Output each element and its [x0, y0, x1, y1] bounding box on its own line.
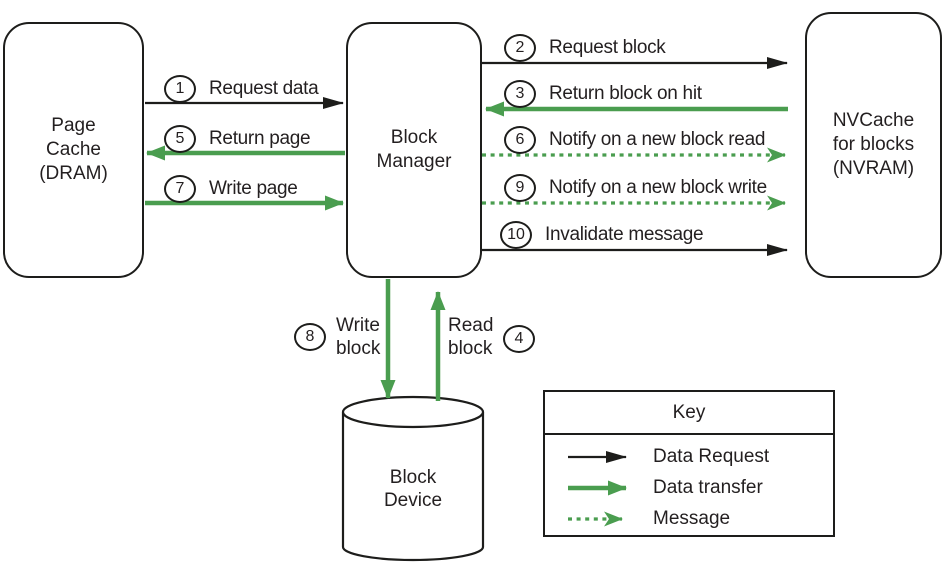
step-text-6: Notify on a new block read: [549, 129, 766, 150]
node-nvcache: NVCache for blocks (NVRAM): [805, 12, 942, 278]
key-title: Key: [545, 392, 833, 435]
step-text-3: Return block on hit: [549, 83, 702, 104]
step-label-3: 3 Return block on hit: [504, 79, 702, 109]
step-number-4: 4: [503, 325, 535, 353]
step-number-7: 7: [164, 175, 196, 203]
step-label-10: 10 Invalidate message: [500, 220, 704, 250]
key-box: Key: [543, 390, 835, 537]
step-text-8: Write block: [336, 315, 381, 359]
step-label-6: 6 Notify on a new block read: [504, 125, 765, 155]
step-number-2: 2: [504, 34, 536, 62]
step-number-1: 1: [164, 75, 196, 103]
step-number-3: 3: [504, 80, 536, 108]
node-page-cache-label: Page Cache (DRAM): [39, 115, 108, 184]
key-item-data-request: Data Request: [653, 446, 770, 467]
step-number-5: 5: [164, 125, 196, 153]
step-number-6: 6: [504, 126, 536, 154]
step-text-7: Write page: [209, 178, 298, 199]
step-text-4: Read block: [448, 315, 494, 359]
step-number-8: 8: [294, 323, 326, 351]
step-text-10: Invalidate message: [545, 224, 704, 245]
step-label-7: 7 Write page: [164, 174, 298, 204]
step-number-9: 9: [504, 174, 536, 202]
step-number-10: 10: [500, 221, 532, 249]
step-label-9: 9 Notify on a new block write: [504, 173, 767, 203]
key-item-data-transfer: Data transfer: [653, 477, 763, 498]
step-text-1: Request data: [209, 78, 319, 99]
step-text-9: Notify on a new block write: [549, 177, 767, 198]
step-label-2: 2 Request block: [504, 33, 666, 63]
node-block-device-label: Block Device: [383, 467, 443, 511]
step-text-2: Request block: [549, 37, 666, 58]
key-item-message: Message: [653, 508, 731, 529]
node-block-manager-label: Block Manager: [376, 127, 452, 172]
step-text-5: Return page: [209, 128, 311, 149]
node-nvcache-label: NVCache for blocks (NVRAM): [832, 110, 915, 179]
step-label-1: 1 Request data: [164, 74, 319, 104]
node-page-cache: Page Cache (DRAM): [3, 22, 144, 278]
node-block-manager: Block Manager: [346, 22, 482, 278]
step-label-5: 5 Return page: [164, 124, 311, 154]
